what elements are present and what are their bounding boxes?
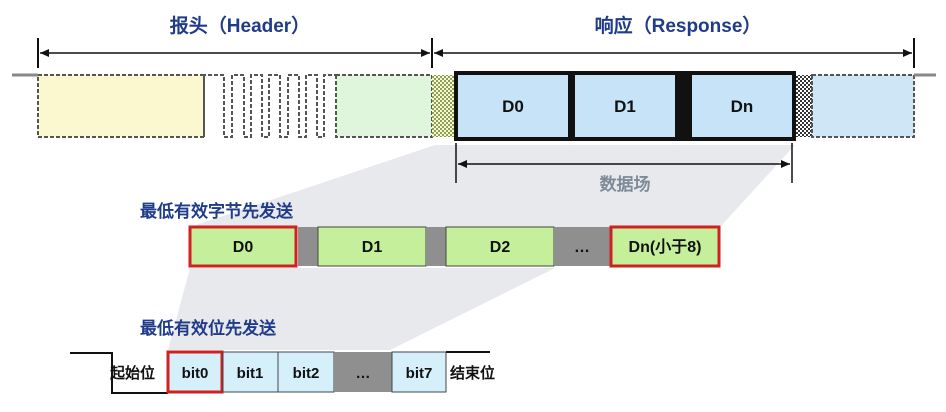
bit1-label: bit1 bbox=[237, 365, 264, 382]
frame-waveform bbox=[12, 71, 936, 141]
break-field bbox=[37, 74, 205, 138]
data-field-dimension bbox=[455, 143, 793, 183]
byte-row bbox=[188, 225, 721, 268]
start-bit-label: 起始位 bbox=[109, 364, 155, 382]
byte-row-ellipsis-label: … bbox=[574, 239, 590, 256]
bit-order-label: 最低有效位先发送 bbox=[140, 318, 277, 338]
byte-d0-box bbox=[458, 75, 568, 137]
bit2-label: bit2 bbox=[293, 365, 320, 382]
byte-gap bbox=[298, 227, 318, 266]
byte-d1-box bbox=[575, 75, 675, 137]
byte-d0-label: D0 bbox=[502, 97, 524, 116]
byte-order-label: 最低有效字节先发送 bbox=[140, 201, 294, 221]
byte-dn-box bbox=[692, 75, 792, 137]
bit-ellipsis-label: … bbox=[356, 365, 371, 382]
data-field-label: 数据场 bbox=[600, 174, 651, 194]
interframe-space bbox=[432, 75, 454, 137]
byte-d1-label: D1 bbox=[614, 97, 636, 116]
byte-row-d1-box bbox=[317, 226, 427, 267]
stop-bit-label: 结束位 bbox=[450, 364, 495, 382]
byte-row-d2-box bbox=[445, 226, 555, 267]
pid-field bbox=[335, 74, 433, 138]
response-label: 响应（Response） bbox=[595, 14, 762, 37]
header-label: 报头（Header） bbox=[170, 14, 310, 37]
byte-row-d0-label: D0 bbox=[233, 239, 254, 256]
header-dimension bbox=[37, 38, 433, 68]
byte-gap bbox=[426, 227, 446, 266]
bit-ellipsis-box bbox=[334, 352, 392, 392]
response-dimension bbox=[434, 38, 915, 68]
checksum-gap bbox=[796, 75, 812, 137]
byte-row-d1-label: D1 bbox=[362, 239, 383, 256]
bit0-label: bit0 bbox=[182, 365, 209, 382]
zoom-band-bits bbox=[168, 268, 555, 350]
bit7-box bbox=[391, 351, 447, 393]
bit7-label: bit7 bbox=[406, 365, 433, 382]
bit0-box bbox=[166, 350, 224, 394]
byte-row-d0-box bbox=[188, 225, 298, 268]
checksum-field bbox=[811, 74, 915, 138]
sync-field bbox=[203, 74, 336, 138]
byte-row-d2-label: D2 bbox=[490, 239, 511, 256]
bit2-box bbox=[277, 351, 335, 393]
bit-waveform bbox=[70, 350, 490, 394]
byte-row-ellipsis-box bbox=[554, 227, 610, 266]
byte-row-dn-label: Dn(小于8) bbox=[629, 238, 702, 256]
byte-row-dn-box bbox=[609, 225, 721, 268]
byte-dn-label: Dn bbox=[731, 97, 754, 116]
